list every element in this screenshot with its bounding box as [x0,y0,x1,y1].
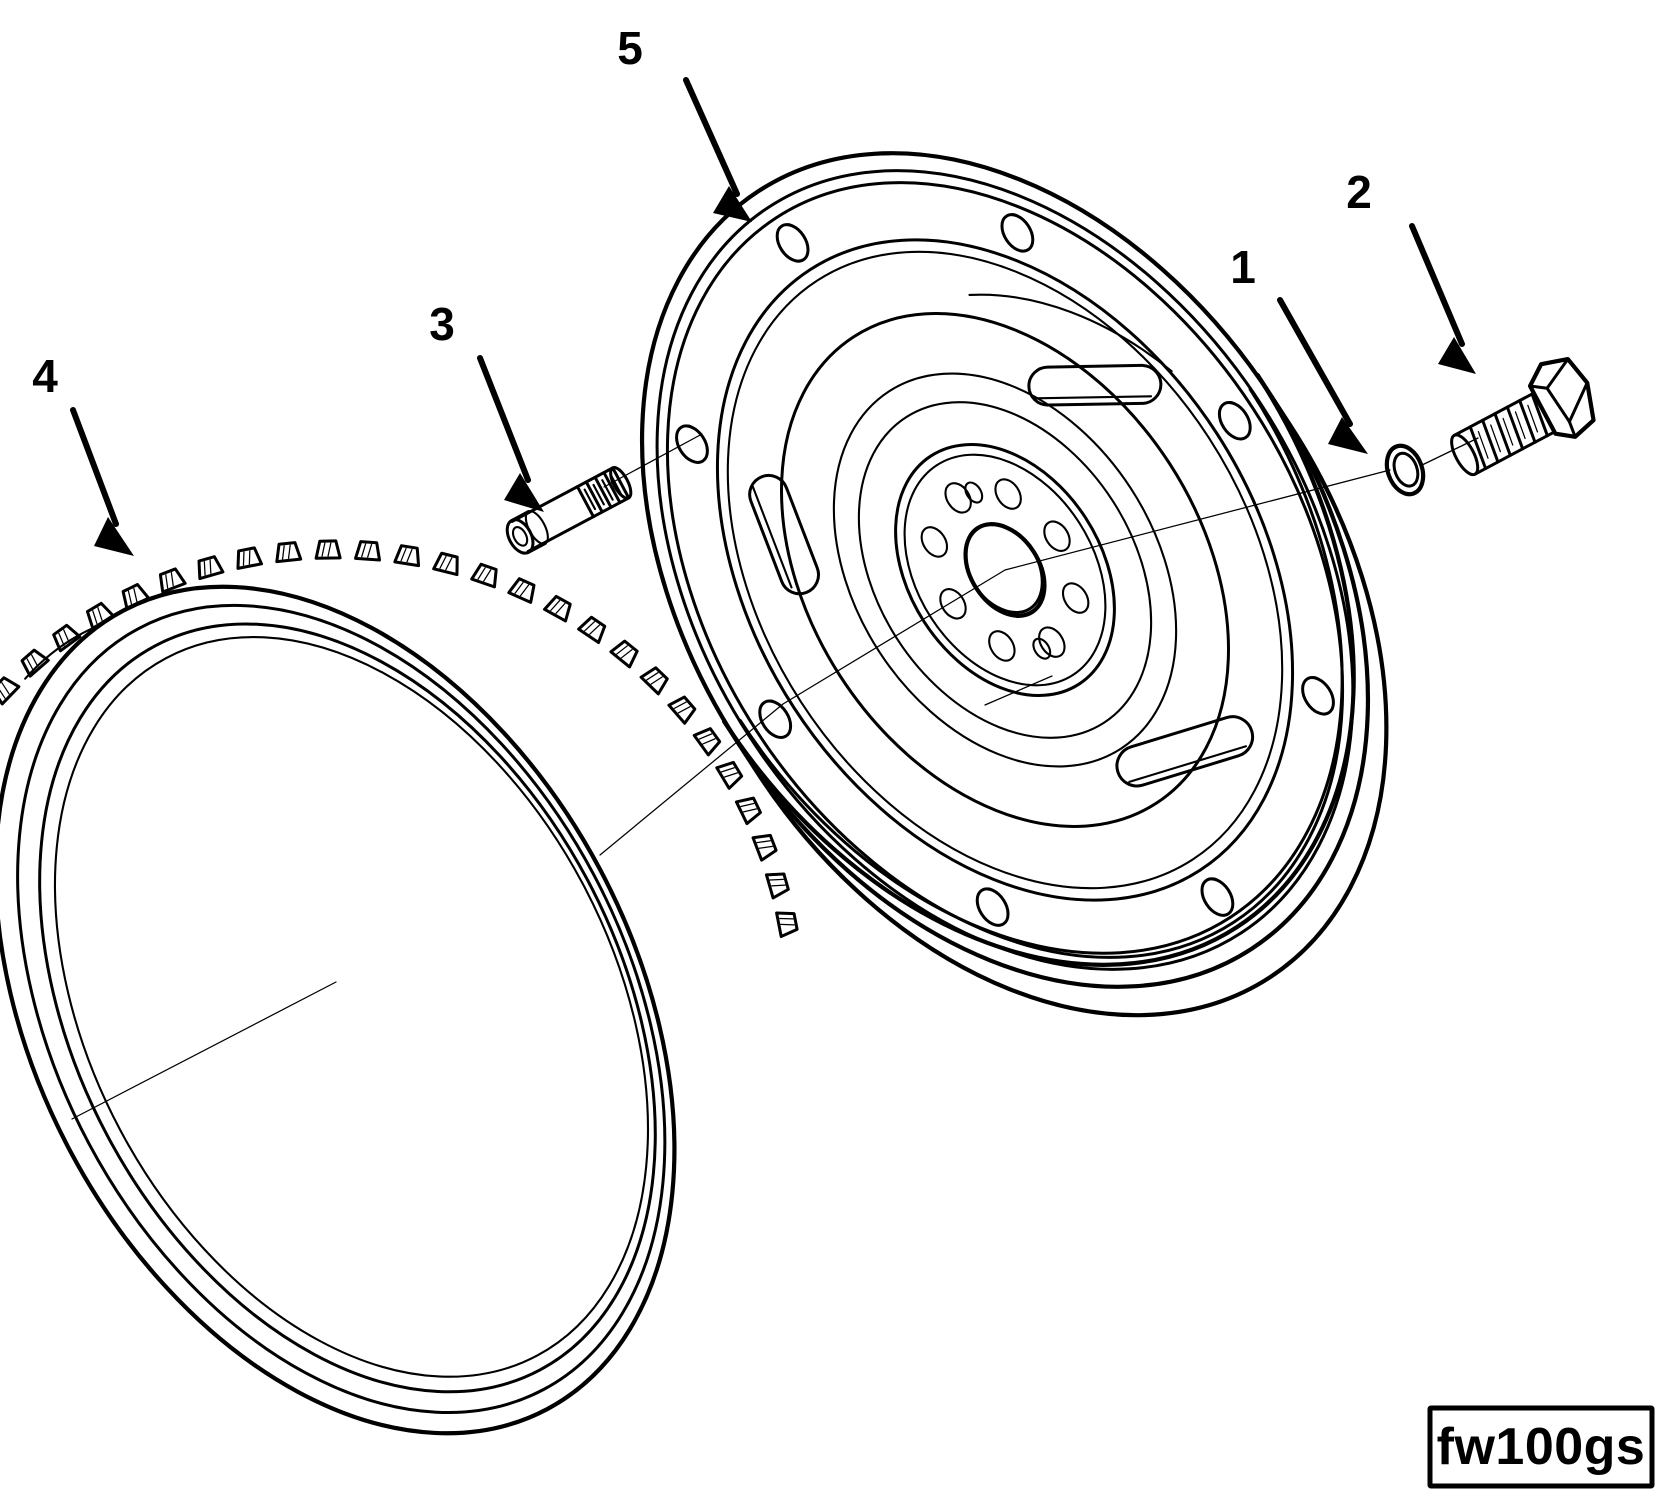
flywheel-friction-ring-inner [857,401,1153,739]
flywheel-outer-edge-inner [655,169,1355,971]
hex-bolt-head [1527,357,1596,439]
washer-bore [1392,451,1420,488]
callout-4-leader [70,407,119,527]
callout-3-arrowhead [504,473,544,512]
flywheel-rim-depth [722,372,1389,1018]
flywheel-rim-chamfer [665,181,1345,959]
ring-gear-bore-2 [53,636,650,1378]
callout-3-leader [477,355,531,483]
callout-2-arrowhead [1438,337,1476,374]
ring-gear-teeth [0,539,799,939]
flywheel-slot [1115,715,1255,788]
flywheel-slot-group [748,363,1255,788]
callout-1-number: 1 [1230,241,1256,293]
flywheel-slot [748,473,820,596]
flywheel-outer-edge [639,151,1371,989]
ring-gear-bore [38,622,657,1394]
callout-4-arrowhead [94,517,134,556]
hub-locating-hole [1032,637,1052,660]
callout-5-leader [683,77,740,197]
flywheel-slot [1027,363,1163,407]
dowel-pin-thread-band [575,466,631,519]
dowel-pin-head [505,510,549,555]
figure-tag-label: fw100gs [1437,1418,1646,1476]
callout-5-number: 5 [617,22,643,74]
ring-gear-axis [71,981,337,1120]
assembly-leader-left [599,569,1006,856]
flywheel-friction-ring-mid [832,372,1178,768]
callout-1-arrowhead [1328,417,1368,454]
ring-gear-outer-edge [0,584,677,1436]
flywheel-hub-outer [894,443,1116,697]
dowel-assembly-leader [603,433,703,488]
washer-bore-shade [1392,455,1408,487]
part-starter-ring-gear [0,539,799,1436]
callout-2-number: 2 [1346,166,1372,218]
callout-1-leader [1277,297,1353,427]
callout-4: 4 [32,350,134,556]
callout-2: 2 [1346,166,1476,374]
callout-3-number: 3 [429,298,455,350]
callout-1: 1 [1230,241,1368,454]
callout-5: 5 [617,22,752,222]
part-washer [1384,443,1426,497]
callout-5-arrowhead [713,186,752,222]
flywheel-flange-step-2 [726,250,1284,890]
callout-3: 3 [429,298,544,512]
figure-tag: fw100gs [1427,1405,1655,1489]
bolt-assembly-leader [1004,469,1391,571]
flywheel-flange-step [715,238,1295,902]
hub-hole-leader [984,675,1053,706]
part-dowel-pin [505,466,633,555]
hub-locating-hole [964,481,984,504]
ring-gear-land [24,622,104,680]
callout-4-number: 4 [32,350,58,402]
ring-gear-outer-edge-2 [16,603,667,1414]
dowel-pin-tip [609,466,633,500]
flywheel-friction-ring-outer [780,312,1230,828]
flywheel-hub-inner [903,453,1107,687]
flywheel-web-relief [968,293,1173,373]
washer-outer-edge [1384,443,1426,497]
callout-2-leader [1409,223,1465,347]
figure-tag-box [1427,1405,1655,1489]
